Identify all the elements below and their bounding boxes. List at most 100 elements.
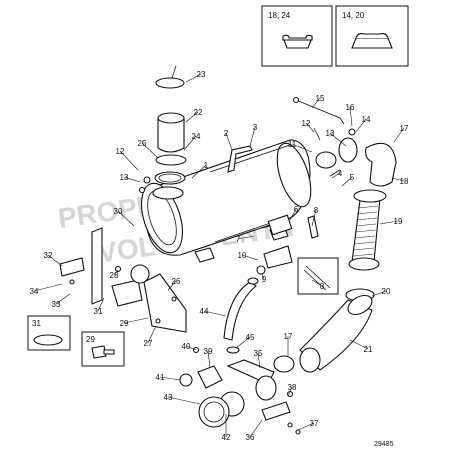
detail-box-29-label: 29 [86, 335, 95, 344]
callout-leader-31 [97, 297, 105, 312]
gasket-profile-left-body [283, 39, 312, 49]
callout-leader-30 [117, 210, 135, 227]
callout-leader-9 [261, 273, 265, 280]
callout-16: 16 [346, 103, 355, 112]
callout-35: 35 [254, 349, 263, 358]
callout-44: 44 [200, 307, 209, 316]
callout-11: 11 [288, 140, 297, 149]
callout-37: 37 [310, 419, 319, 428]
detail-box-31-label: 31 [32, 319, 41, 328]
callout-4: 4 [338, 169, 343, 178]
callout-31: 31 [94, 307, 103, 316]
callout-30: 30 [114, 207, 123, 216]
callout-19: 19 [394, 217, 403, 226]
callout-leader-24 [183, 135, 197, 151]
callout-leader-23 [185, 73, 202, 83]
upper-pipe-assembly [138, 65, 187, 200]
callout-17: 17 [400, 124, 409, 133]
callout-38: 38 [288, 383, 297, 392]
fastener-group [261, 390, 301, 435]
callout-leader-10 [241, 254, 259, 261]
callout-leader-4 [331, 172, 341, 179]
inset-box-left [261, 5, 333, 67]
callout-leader-20 [371, 290, 387, 297]
callout-leader-18 [391, 177, 405, 182]
callout-26: 26 [172, 277, 181, 286]
callout-leader-34 [33, 283, 63, 292]
callout-5: 5 [350, 173, 355, 182]
callout-42: 42 [222, 433, 231, 442]
callout-leader-28 [113, 269, 119, 276]
callout-14: 14 [362, 115, 371, 124]
callout-leader-36 [249, 419, 263, 438]
callout-leader-44 [203, 310, 227, 317]
callout-6: 6 [294, 205, 299, 214]
callout-leader-37 [297, 422, 315, 431]
callout-29-circle [130, 264, 150, 284]
callout-leader-35 [257, 352, 261, 369]
callout-45: 45 [246, 333, 255, 342]
callout-leader-45 [235, 336, 251, 349]
detail-box-29: 29 [81, 331, 125, 367]
callout-leader-22 [185, 111, 199, 123]
callout-23: 23 [197, 70, 206, 79]
detail-box-31: 31 [27, 315, 71, 351]
callout-7: 7 [236, 235, 241, 244]
callout-17: 17 [284, 332, 293, 341]
callout-8: 8 [320, 282, 325, 291]
callout-3: 3 [253, 123, 258, 132]
callout-15: 15 [316, 94, 325, 103]
detail-box-8 [297, 257, 339, 295]
inset-panel: 18, 24 14, 20 [261, 5, 409, 67]
callout-21: 21 [364, 345, 373, 354]
figure-number: 29485 [374, 441, 394, 448]
callout-leader-3 [249, 126, 256, 147]
callout-leader-2 [225, 132, 233, 151]
callout-9: 9 [262, 275, 267, 284]
inset-label-right: 14, 20 [342, 11, 365, 20]
callout-1: 1 [204, 161, 209, 170]
bracket-assembly [59, 227, 187, 333]
callout-leader-8 [311, 279, 323, 287]
callout-43: 43 [164, 393, 173, 402]
callout-leader-16 [349, 106, 353, 127]
callout-leader-41 [159, 376, 181, 381]
callout-10: 10 [238, 251, 247, 260]
callout-40: 40 [182, 342, 191, 351]
callout-leader-40 [185, 345, 197, 351]
gasket-profile-right-top [355, 32, 389, 39]
inset-label-left: 18, 24 [268, 11, 291, 20]
callout-leader-32 [47, 254, 63, 267]
callout-33: 33 [52, 300, 61, 309]
callout-leader-29 [123, 317, 149, 324]
callout-2: 2 [224, 129, 229, 138]
callout-leader-25 [141, 142, 159, 159]
callout-39: 39 [204, 347, 213, 356]
callout-12: 12 [116, 147, 125, 156]
bellows-assembly [292, 96, 397, 302]
callout-24: 24 [192, 132, 201, 141]
callout-leader-13 [123, 176, 141, 183]
callout-leader-26 [167, 280, 177, 291]
callout-leader-33 [55, 293, 71, 305]
callout-leader-11 [291, 143, 313, 153]
callout-leader-12 [119, 150, 139, 171]
callout-34: 34 [30, 287, 39, 296]
callout-leader-21 [349, 339, 369, 350]
callout-13: 13 [120, 173, 129, 182]
gasket-profile-right [351, 37, 393, 49]
callout-18: 18 [400, 177, 409, 186]
callout-leader-19 [379, 220, 399, 225]
callout-leader-8 [311, 209, 317, 227]
callout-leader-39 [207, 350, 211, 369]
callout-leader-15 [311, 97, 321, 109]
callout-leader-13 [329, 132, 347, 147]
callout-leader-27 [147, 325, 157, 344]
callout-41: 41 [156, 373, 165, 382]
callout-32: 32 [44, 251, 53, 260]
callout-28: 28 [110, 271, 119, 280]
callout-29: 29 [120, 319, 129, 328]
callout-8: 8 [314, 206, 319, 215]
